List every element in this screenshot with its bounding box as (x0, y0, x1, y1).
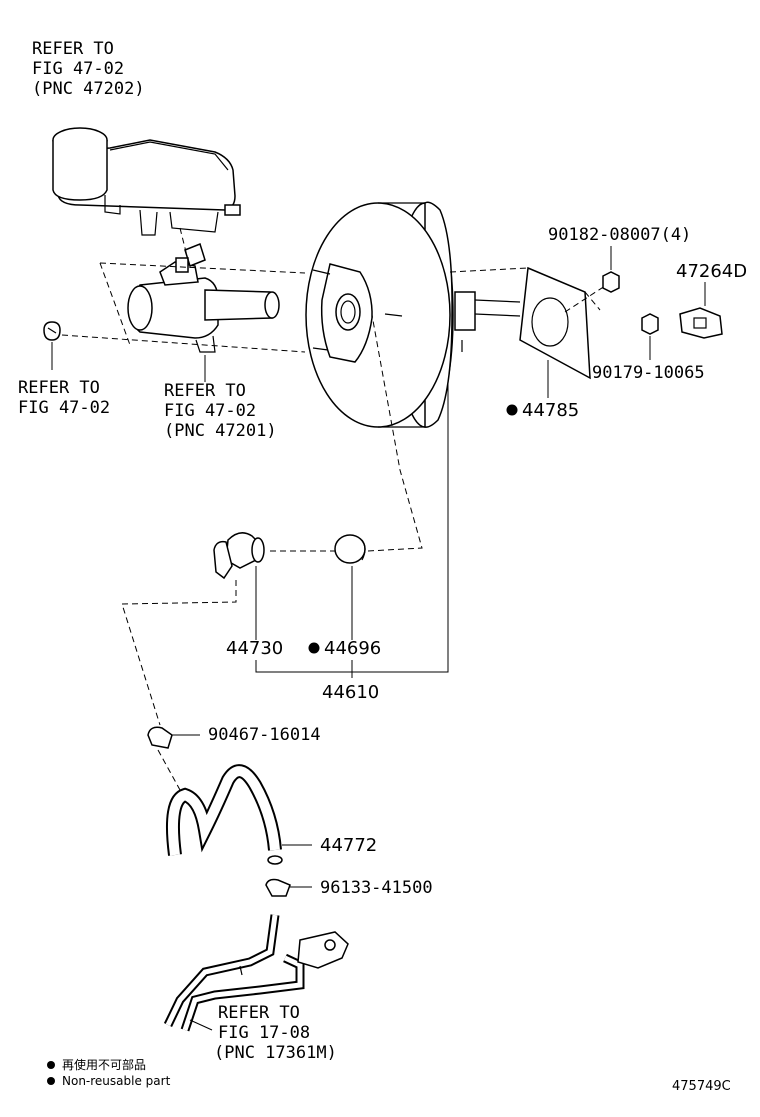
ref-vacuum-tube: REFER TO FIG 17-08 (PNC 17361M) (214, 1003, 337, 1063)
part-clamp-label: 96133-41500 (320, 878, 433, 898)
legend-dot-en (47, 1077, 55, 1085)
part-nut-a-label: 90182-08007(4) (548, 225, 691, 245)
master-cylinder-illustration (127, 243, 280, 353)
check-valve-illustration (213, 532, 265, 580)
part-nut-b-label: 90179-10065 (592, 363, 705, 383)
ref-grommet-line-1: REFER TO (18, 378, 100, 398)
ref-master-line-2: FIG 47-02 (164, 401, 256, 421)
part-clip-label: 90467-16014 (208, 725, 321, 745)
ref-master-cylinder: REFER TO FIG 47-02 (PNC 47201) (164, 381, 277, 441)
legend-en: Non-reusable part (62, 1074, 171, 1088)
nut-b-illustration (641, 313, 659, 335)
part-bracket-label: 47264D (676, 261, 747, 282)
ref-master-line-1: REFER TO (164, 381, 246, 401)
reservoir-illustration (52, 127, 241, 236)
clamp-illustration (265, 878, 291, 897)
ref-tube-line-3: (PNC 17361M) (214, 1043, 337, 1063)
hose-illustration (166, 764, 283, 865)
part-booster-assy-label: 44610 (322, 682, 379, 703)
ref-reservoir-line-1: REFER TO (32, 39, 114, 59)
bracket-illustration (679, 307, 723, 339)
ref-master-line-3: (PNC 47201) (164, 421, 277, 441)
clip-illustration (147, 726, 173, 749)
part-gasket-label: 44785 (522, 400, 579, 421)
ref-tube-line-2: FIG 17-08 (218, 1023, 310, 1043)
figure-id: 475749C (672, 1079, 731, 1094)
grommet-illustration (43, 321, 61, 341)
grommet-44696-illustration (334, 534, 366, 564)
vacuum-tube-illustration (163, 914, 349, 1032)
legend-dot-jp (47, 1061, 55, 1069)
gasket-nonreusable-dot (506, 404, 518, 416)
legend-jp: 再使用不可部品 (62, 1057, 146, 1072)
ref-reservoir-line-3: (PNC 47202) (32, 79, 145, 99)
gasket-illustration (519, 266, 591, 380)
ref-grommet: REFER TO FIG 47-02 (18, 378, 110, 418)
part-check-valve-label: 44730 (226, 638, 283, 659)
grommet-nonreusable-dot (308, 642, 320, 654)
legend: 再使用不可部品 Non-reusable part (47, 1057, 171, 1088)
nut-a-illustration (602, 271, 620, 293)
ref-reservoir: REFER TO FIG 47-02 (PNC 47202) (32, 39, 145, 99)
part-grommet-label: 44696 (324, 638, 381, 659)
ref-tube-line-1: REFER TO (218, 1003, 300, 1023)
ref-grommet-line-2: FIG 47-02 (18, 398, 110, 418)
ref-reservoir-line-2: FIG 47-02 (32, 59, 124, 79)
part-hose-label: 44772 (320, 835, 377, 856)
brake-booster-illustration (305, 201, 521, 428)
